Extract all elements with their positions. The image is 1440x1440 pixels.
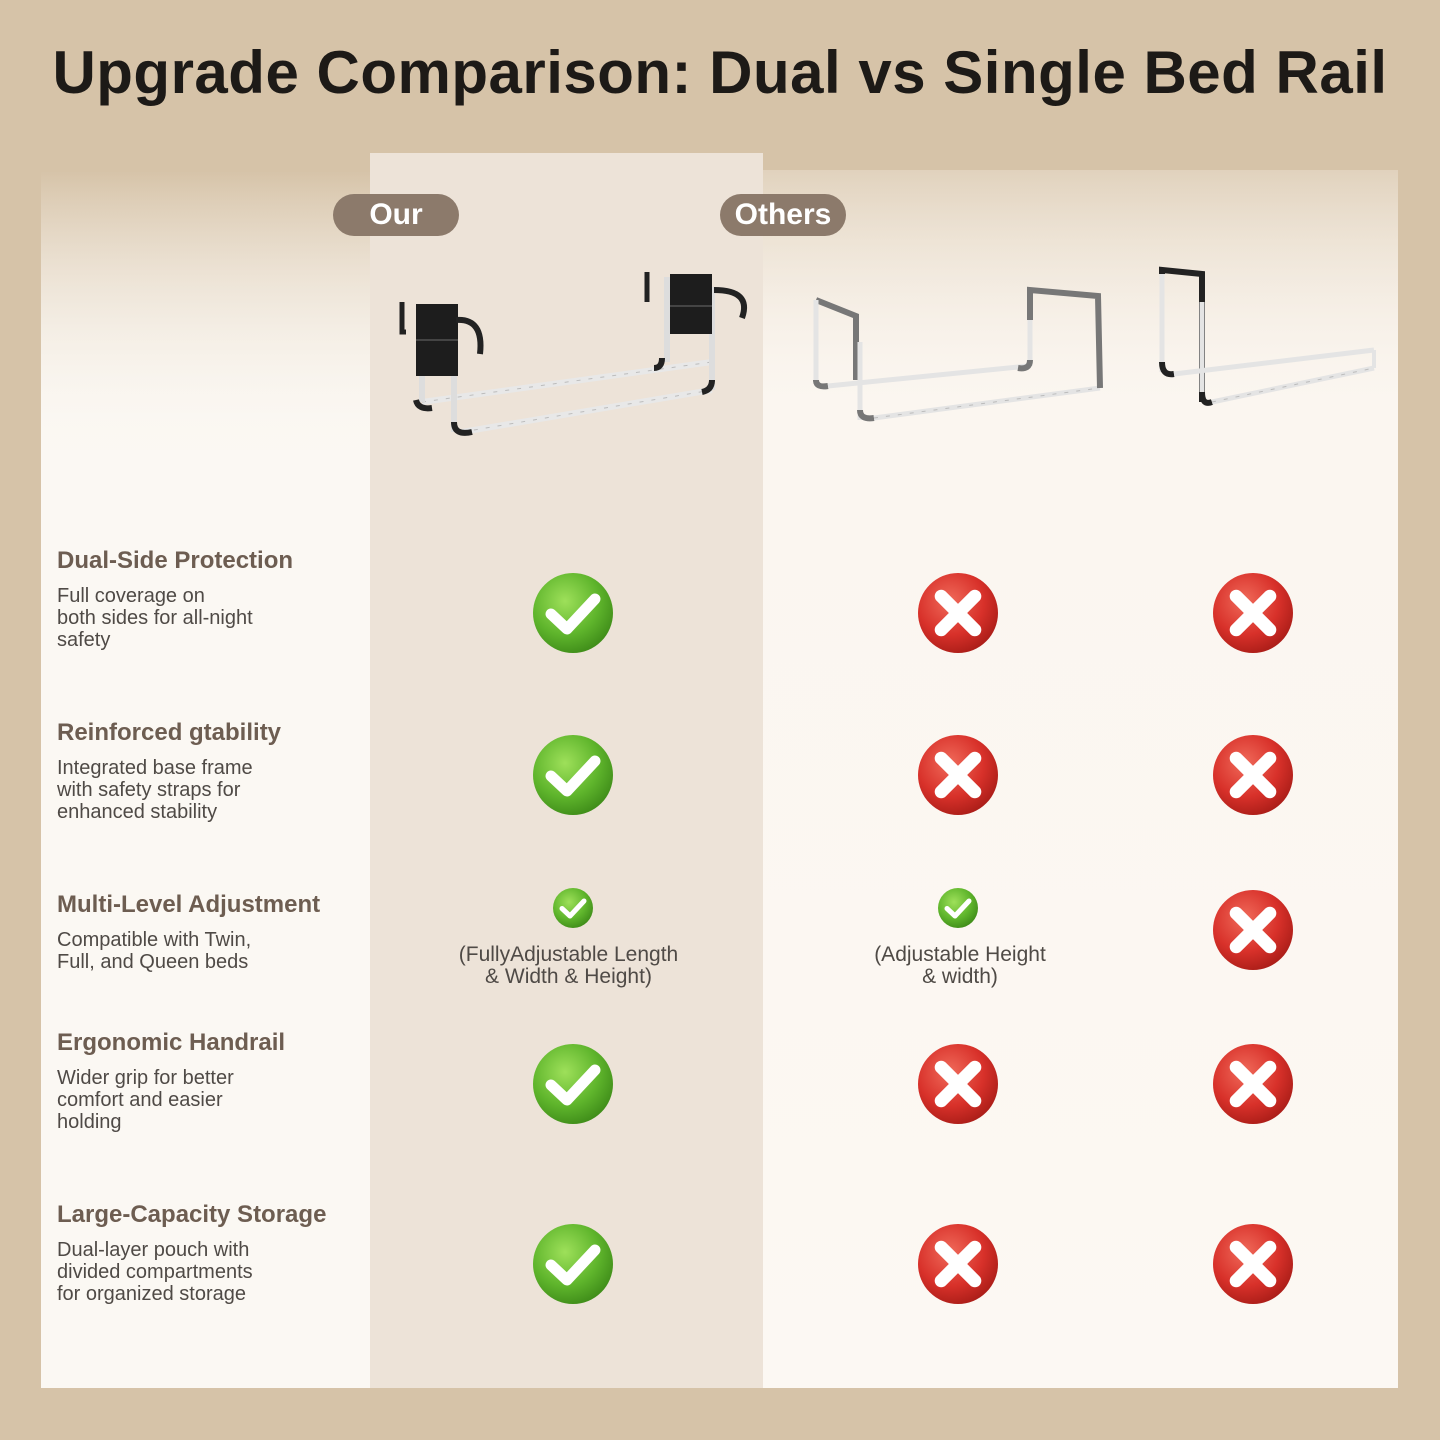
cross-icon	[1210, 732, 1296, 818]
cross-icon	[915, 1221, 1001, 1307]
description-line: safety	[57, 629, 111, 651]
checkmark-icon	[935, 885, 981, 931]
checkmark-icon	[530, 732, 616, 818]
feature-large-capacity-storage: Large-Capacity Storage Dual-layer pouch …	[57, 1201, 357, 1305]
cross-icon	[915, 732, 1001, 818]
checkmark-icon	[530, 570, 616, 656]
features-column	[41, 170, 370, 1388]
other-single-bed-rail-image	[1152, 262, 1382, 412]
cross-icon	[1210, 1221, 1296, 1307]
feature-description: Wider grip for better comfort and easier…	[57, 1067, 357, 1133]
others-label: Others	[720, 194, 846, 236]
cross-icon	[915, 1041, 1001, 1127]
other-height-bed-rail-image	[808, 280, 1108, 430]
note-line: (Adjustable Height	[874, 943, 1046, 966]
description-line: with safety straps for	[57, 779, 241, 801]
description-line: Dual-layer pouch with	[57, 1239, 250, 1261]
note-line: & width)	[922, 965, 998, 988]
cross-icon	[915, 570, 1001, 656]
description-line: Full coverage on	[57, 585, 205, 607]
feature-heading: Dual-Side Protection	[57, 547, 294, 574]
feature-description: Compatible with Twin, Full, and Queen be…	[57, 929, 357, 973]
description-line: both sides for all-night	[57, 607, 253, 629]
feature-description: Dual-layer pouch with divided compartmen…	[57, 1239, 357, 1305]
description-line: enhanced stability	[57, 801, 218, 823]
checkmark-icon	[530, 1041, 616, 1127]
cross-icon	[1210, 887, 1296, 973]
feature-heading: Reinforced gtability	[57, 719, 282, 746]
other-adjust-note: (Adjustable Height & width)	[840, 944, 1080, 988]
note-line: & Width & Height)	[485, 965, 652, 988]
our-dual-bed-rail-image	[392, 262, 757, 442]
feature-heading: Large-Capacity Storage	[57, 1201, 327, 1228]
description-line: for organized storage	[57, 1283, 247, 1305]
our-label: Our	[333, 194, 459, 236]
feature-description: Integrated base frame with safety straps…	[57, 757, 357, 823]
feature-reinforced-stability: Reinforced gtability Integrated base fra…	[57, 719, 357, 823]
our-adjust-note: (FullyAdjustable Length & Width & Height…	[426, 944, 711, 988]
description-line: Full, and Queen beds	[57, 951, 249, 973]
checkmark-icon	[530, 1221, 616, 1307]
checkmark-icon	[550, 885, 596, 931]
feature-dual-side-protection: Dual-Side Protection Full coverage on bo…	[57, 547, 357, 651]
description-line: comfort and easier	[57, 1089, 223, 1111]
feature-multi-level-adjustment: Multi-Level Adjustment Compatible with T…	[57, 891, 357, 973]
description-line: holding	[57, 1111, 122, 1133]
note-line: (FullyAdjustable Length	[458, 943, 679, 966]
feature-heading: Ergonomic Handrail	[57, 1029, 286, 1056]
feature-description: Full coverage on both sides for all-nigh…	[57, 585, 357, 651]
description-line: divided compartments	[57, 1261, 253, 1283]
cross-icon	[1210, 1041, 1296, 1127]
feature-ergonomic-handrail: Ergonomic Handrail Wider grip for better…	[57, 1029, 357, 1133]
description-line: Compatible with Twin,	[57, 929, 252, 951]
cross-icon	[1210, 570, 1296, 656]
description-line: Integrated base frame	[57, 757, 253, 779]
description-line: Wider grip for better	[57, 1067, 234, 1089]
feature-heading: Multi-Level Adjustment	[57, 891, 321, 918]
page-title: Upgrade Comparison: Dual vs Single Bed R…	[52, 39, 1388, 106]
